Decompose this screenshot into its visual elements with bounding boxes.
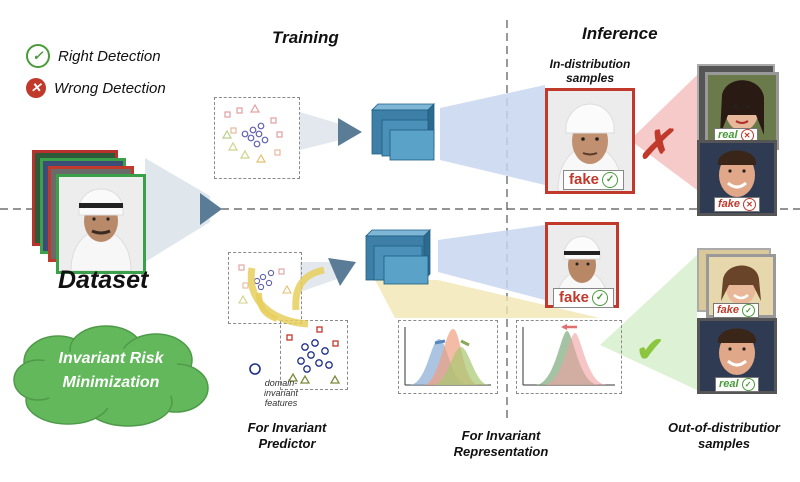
x-circle-icon: ✕ — [26, 78, 46, 98]
check-circle-icon: ✓ — [592, 290, 609, 306]
feature-scatter-top — [214, 97, 300, 179]
fake-tag-bottom: fake ✓ — [553, 288, 615, 308]
feature-scatter-bottom-right — [280, 320, 348, 390]
domain-invariant-line1: domain- — [264, 378, 298, 388]
x-circle-icon: ✕ — [743, 198, 757, 211]
ood-label-line2: samples — [697, 436, 751, 451]
distribution-plot-right — [516, 320, 622, 394]
wrong-x-icon: ✗ — [638, 123, 672, 167]
check-circle-icon: ✓ — [741, 378, 755, 391]
inv-representation-line1: For Invariant — [461, 428, 541, 443]
ood-face-d — [697, 318, 777, 394]
dataset-face-image — [56, 174, 146, 274]
distribution-plot-left — [398, 320, 498, 394]
ood-face-b — [697, 140, 777, 216]
ood-label-line1: Out-of-distributior — [668, 420, 780, 435]
fake-tag-bottom-text: fake — [559, 289, 590, 306]
network-top — [371, 103, 435, 161]
domain-invariant-line3: features — [264, 398, 298, 408]
legend-wrong-label: Wrong Detection — [54, 79, 166, 97]
real-tag-d: real ✓ — [715, 377, 759, 392]
fake-tag-c-text: fake — [717, 304, 740, 316]
legend-wrong-detection: ✕ Wrong Detection — [26, 78, 166, 98]
network-bottom — [365, 229, 431, 285]
domain-invariant-marker — [249, 363, 261, 375]
training-header: Training — [272, 28, 339, 47]
inv-predictor-line1: For Invariant — [247, 420, 327, 435]
irm-cloud — [13, 325, 209, 427]
domain-invariant-label: domain- invariant features — [256, 378, 306, 408]
irm-label-line2: Minimization — [62, 374, 160, 391]
fake-tag-c: fake ✓ — [713, 303, 760, 318]
fake-tag-top-text: fake — [569, 171, 600, 188]
in-dist-label-line1: In-distribution — [549, 57, 631, 71]
in-dist-label-line2: samples — [565, 71, 615, 85]
curved-yellow-arrow — [247, 266, 325, 328]
check-circle-icon: ✓ — [742, 304, 756, 317]
real-tag-d-text: real — [719, 378, 739, 390]
irm-label-line1: Invariant Risk — [58, 350, 164, 367]
dataset-label: Dataset — [58, 266, 149, 294]
real-tag-a-text: real — [718, 129, 738, 141]
domain-invariant-line2: invariant — [263, 388, 299, 398]
fake-tag-b: fake ✕ — [714, 197, 761, 212]
fake-tag-b-text: fake — [718, 198, 741, 210]
fake-tag-top: fake ✓ — [563, 170, 625, 190]
inv-representation-line2: Representation — [453, 444, 549, 459]
inference-header: Inference — [582, 24, 658, 43]
check-circle-icon: ✓ — [602, 172, 619, 188]
right-check-icon: ✔ — [636, 331, 665, 369]
legend-right-label: Right Detection — [58, 47, 161, 65]
check-circle-icon: ✓ — [26, 44, 50, 68]
inv-predictor-line2: Predictor — [258, 436, 316, 451]
legend-right-detection: ✓ Right Detection — [26, 44, 161, 68]
